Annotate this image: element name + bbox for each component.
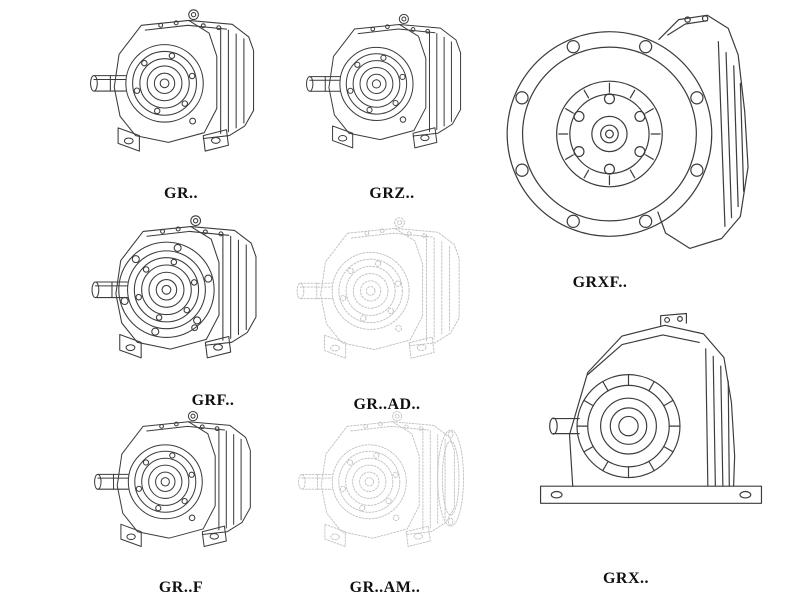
figure-grx: GRX.. bbox=[492, 306, 780, 588]
flange-gear-unit-iso-drawing-grf bbox=[80, 210, 286, 390]
model-label-gr-f: GR..F bbox=[158, 579, 204, 596]
figure-gr-ad: GR..AD.. bbox=[286, 208, 488, 414]
motor-flange-gear-unit-ghost-drawing-gr-am bbox=[286, 406, 484, 577]
model-label-gr: GR.. bbox=[164, 185, 198, 202]
model-label-grx: GRX.. bbox=[602, 570, 650, 587]
model-label-grz: GRZ.. bbox=[369, 185, 415, 202]
figure-grxf: GRXF.. bbox=[490, 2, 774, 292]
gear-unit-iso-drawing-grz bbox=[296, 4, 488, 183]
figure-gr-f: GR..F bbox=[80, 406, 282, 597]
foot-gear-unit-front-drawing-grx bbox=[492, 306, 780, 558]
adapter-gear-unit-ghost-drawing-gr-ad bbox=[286, 208, 488, 394]
gear-unit-iso-drawing-gr bbox=[78, 4, 284, 183]
model-label-grxf: GRXF.. bbox=[572, 274, 628, 291]
flange-gear-unit-front-drawing-grxf bbox=[490, 2, 774, 266]
model-label-gr-am: GR..AM.. bbox=[349, 579, 421, 596]
figure-gr: GR.. bbox=[78, 4, 284, 203]
model-label-grf: GRF.. bbox=[191, 392, 235, 409]
model-label-gr-ad: GR..AD.. bbox=[353, 396, 421, 413]
figure-grz: GRZ.. bbox=[296, 4, 488, 203]
figure-grf: GRF.. bbox=[80, 210, 286, 410]
figure-gr-am: GR..AM.. bbox=[286, 406, 484, 597]
gear-unit-iso-drawing-gr-f bbox=[80, 406, 282, 577]
